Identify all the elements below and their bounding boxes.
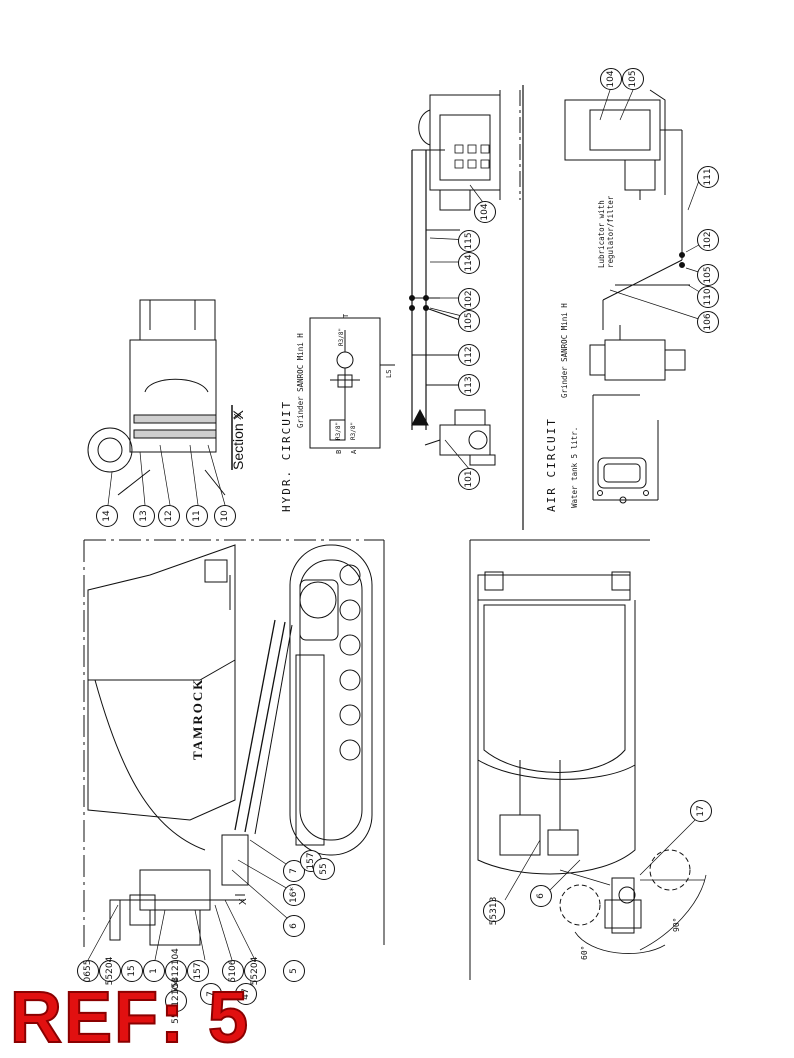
balloon-side-16: 16* bbox=[283, 884, 305, 906]
grinder-air-label: Grinder SANROC Mini H bbox=[560, 303, 569, 398]
balloon-section-12: 12 bbox=[158, 505, 180, 527]
balloon-air-105: 105 bbox=[622, 68, 644, 90]
grinder-hydr-label: Grinder SANROC Mini H bbox=[296, 333, 305, 428]
balloon-section-11: 11 bbox=[186, 505, 208, 527]
balloon-hydr-105: 105 bbox=[458, 310, 480, 332]
balloon-bottom-55204-b: 55204 bbox=[244, 957, 266, 985]
angle-90-label: 90° bbox=[672, 917, 681, 932]
balloon-side-17: 17 bbox=[690, 800, 712, 822]
lubricator-label-2: regulator/filter bbox=[606, 195, 615, 268]
port-b-label: B bbox=[335, 449, 343, 454]
hydraulic-circuit-title: HYDR. CIRCUIT bbox=[280, 399, 293, 512]
brand-logo: TAMROCK bbox=[190, 677, 205, 760]
balloon-bottom-15: 15 bbox=[121, 960, 143, 982]
balloon-hydr-113: 113 bbox=[458, 374, 480, 396]
water-tank-label: Water tank 5 litr. bbox=[570, 426, 579, 508]
balloon-section-14: 14 bbox=[96, 505, 118, 527]
balloon-side-7: 7 bbox=[283, 860, 305, 882]
balloon-bottom-0655: 0655 bbox=[77, 960, 99, 982]
balloon-bottom-1: 1 bbox=[143, 960, 165, 982]
port-a-label: A bbox=[350, 449, 358, 454]
section-x-mark-2: X bbox=[238, 898, 249, 905]
section-eye bbox=[87, 427, 133, 473]
balloon-hydr-104: 104 bbox=[474, 201, 496, 223]
balloon-hydr-115: 115 bbox=[458, 230, 480, 252]
lubricator-label-1: Lubricator with bbox=[597, 200, 606, 268]
port-ls-label: LS bbox=[385, 369, 393, 378]
balloon-side-55: 55 bbox=[313, 858, 335, 880]
angle-60-label: 60° bbox=[580, 945, 589, 960]
balloon-section-13: 13 bbox=[133, 505, 155, 527]
balloon-air-105-b: 105 bbox=[697, 264, 719, 286]
port-t-label: T bbox=[342, 313, 350, 318]
balloon-side-5: 5 bbox=[283, 960, 305, 982]
balloon-bottom-157: 157 bbox=[187, 960, 209, 982]
balloon-bottom-5106: 5106 bbox=[222, 960, 244, 982]
balloon-side-6-b: 6 bbox=[530, 885, 552, 907]
balloon-air-111: 111 bbox=[697, 166, 719, 188]
balloon-bottom-7: 7 bbox=[200, 983, 222, 1005]
balloon-air-110: 110 bbox=[697, 286, 719, 308]
balloon-bottom-47: 47 bbox=[235, 983, 257, 1005]
balloon-air-104: 104 bbox=[600, 68, 622, 90]
balloon-hydr-102: 102 bbox=[458, 288, 480, 310]
balloon-bottom-55204: 55204 bbox=[99, 957, 121, 985]
port-r38-t-label: R3/8" bbox=[338, 327, 345, 346]
balloon-section-10: 10 bbox=[214, 505, 236, 527]
balloon-hydr-101: 101 bbox=[458, 468, 480, 490]
balloon-hydr-114: 114 bbox=[458, 252, 480, 274]
section-x-mark-1: X bbox=[233, 413, 244, 420]
balloon-bottom-55312104: 55312104 bbox=[165, 948, 187, 994]
balloon-side-55313: 55313 bbox=[483, 897, 505, 925]
balloon-side-6: 6 bbox=[283, 915, 305, 937]
port-r38-b-label: R3/8" bbox=[335, 421, 342, 440]
balloon-air-102: 102 bbox=[697, 229, 719, 251]
balloon-air-106: 106 bbox=[697, 311, 719, 333]
balloon-hydr-112: 112 bbox=[458, 344, 480, 366]
port-r38-a-label: R3/8" bbox=[350, 421, 357, 440]
balloon-bottom-55312104-b: 55312104 bbox=[165, 978, 187, 1024]
air-circuit-title: AIR CIRCUIT bbox=[545, 417, 558, 512]
ref-stamp: REF: 5 bbox=[9, 978, 251, 1058]
